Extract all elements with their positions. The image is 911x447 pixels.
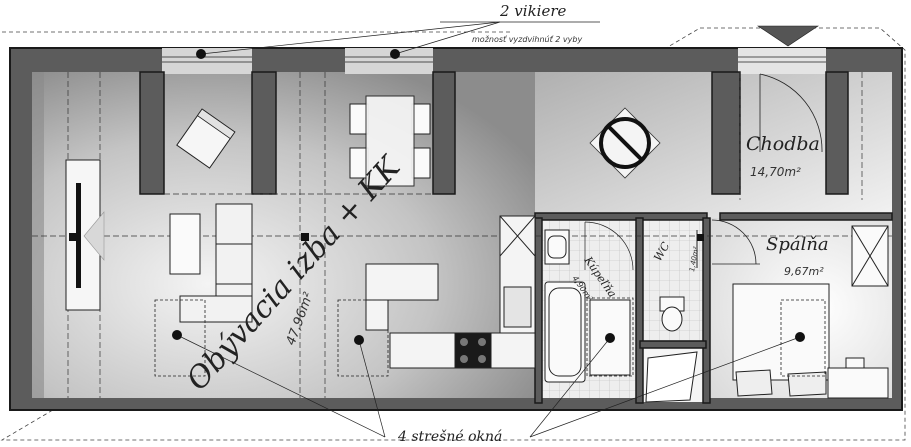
coffee-table (169, 213, 201, 275)
hall-name: Chodba (746, 133, 820, 155)
wc-fixtures (659, 230, 698, 332)
markers (69, 49, 805, 345)
sofa (179, 203, 253, 323)
kitchen-counters (389, 215, 536, 369)
cooktop-burners (460, 338, 486, 363)
dormers-note: možnosť vyzdvihnúť 2 vyby (472, 35, 582, 44)
entrance-arrow (757, 25, 819, 47)
kitchen-island (365, 263, 439, 331)
dormer-left (162, 48, 252, 74)
bedroom-door (711, 219, 760, 265)
hall-skylight (589, 107, 661, 179)
bathroom-door (584, 221, 634, 271)
dining-set (349, 95, 431, 187)
bedroom-name: Spálňa (766, 234, 829, 255)
dormers-label: 2 vikiere (499, 2, 567, 20)
bedroom-furniture (732, 225, 889, 399)
armchair (176, 108, 236, 169)
roof-windows-label: 4 strešné okná (397, 429, 502, 445)
hall-dormer (738, 48, 826, 74)
bedroom-area: 9,67m² (784, 265, 824, 278)
hall-door (759, 73, 823, 153)
hall-area: 14,70m² (750, 165, 801, 179)
storage-shelf (645, 351, 698, 403)
leader-lines (176, 21, 801, 438)
dormer-right (345, 48, 433, 74)
roof-window-frames (154, 297, 826, 377)
